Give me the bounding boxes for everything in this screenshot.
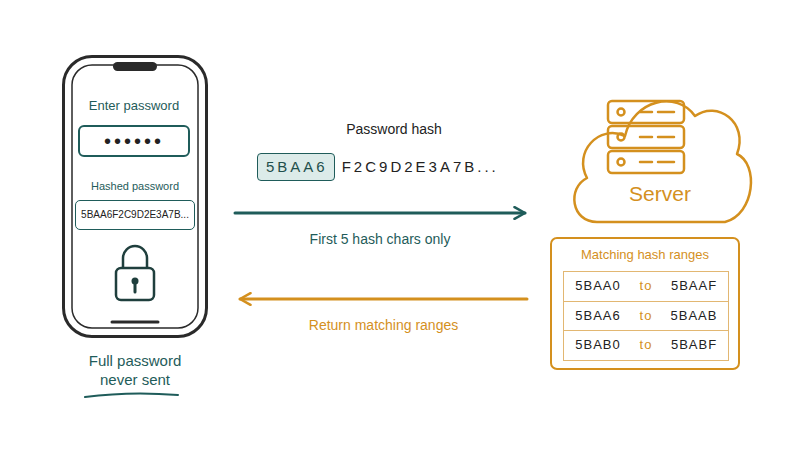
range-start: 5BAB0 (564, 331, 632, 360)
phone-notch (113, 62, 157, 71)
password-field: Enter password•••••• (78, 125, 190, 157)
field-heading: Enter password (89, 98, 179, 113)
lock-shackle (123, 246, 147, 269)
lock-body (116, 268, 154, 300)
server-light (618, 109, 625, 116)
flow-arrow (235, 212, 525, 215)
server-label: Server (565, 182, 755, 206)
field-heading: Hashed password (91, 180, 179, 192)
edge-label: First 5 hash chars only (307, 230, 454, 248)
server-unit (608, 151, 684, 173)
hash-prefix-box: 5BAA6 (257, 153, 335, 181)
range-row: 5BAA6to5BAAB (563, 301, 729, 332)
caption-underline (85, 393, 178, 397)
panel-title: Matching hash ranges (552, 247, 738, 262)
server-slot (658, 136, 674, 139)
server-light (618, 159, 625, 166)
server-slot (658, 111, 674, 114)
server-unit (608, 101, 684, 123)
server-slot (640, 136, 652, 139)
range-to: to (632, 302, 660, 331)
range-end: 5BAAB (660, 302, 728, 331)
server-slot (658, 161, 674, 164)
phone-screen (72, 65, 198, 328)
range-row: 5BAB0to5BABF (563, 330, 729, 361)
hash-prefix: 5BAA6 (258, 154, 334, 179)
server-unit (608, 126, 684, 148)
server-slot (640, 161, 652, 164)
phone-caption: Full password never sent (75, 351, 195, 389)
range-end: 5BABF (660, 331, 728, 360)
hash-remainder: F2C9D2E3A7B... (342, 153, 499, 181)
ranges-panel: 5BAA0to5BAAF5BAA6to5BAAB5BAB0to5BABFMatc… (550, 237, 740, 370)
edge-label: Return matching ranges (306, 316, 461, 334)
password-dots: •••••• (80, 127, 188, 155)
range-to: to (632, 331, 660, 360)
lock-keyhole-slot (134, 283, 137, 292)
server-icon (608, 101, 684, 173)
hash-field: Hashed password5BAA6F2C9D2E3A7B... (75, 200, 195, 230)
server-cloud: Server (565, 72, 755, 232)
cloud-outline (565, 72, 755, 232)
range-end: 5BAAF (660, 272, 728, 301)
phone-home-bar (112, 321, 158, 324)
range-row: 5BAA0to5BAAF (563, 271, 729, 302)
phone-frame: Enter password••••••Hashed password5BAA6… (62, 55, 208, 338)
range-start: 5BAA6 (564, 302, 632, 331)
range-to: to (632, 272, 660, 301)
hash-value: 5BAA6F2C9D2E3A7B... (76, 201, 194, 228)
flow-arrow (240, 298, 527, 301)
range-start: 5BAA0 (564, 272, 632, 301)
section-heading: Password hash (299, 121, 489, 137)
